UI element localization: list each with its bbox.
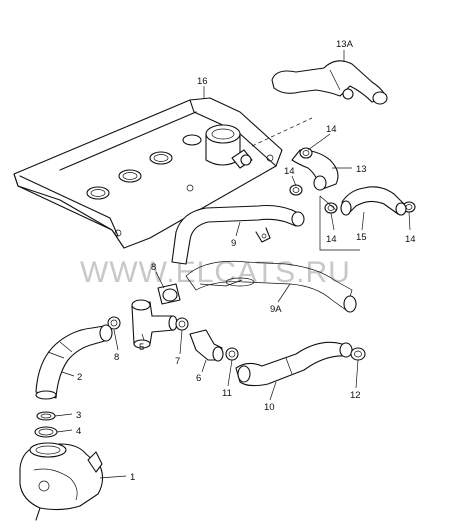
callout-8-lower: 8 <box>114 352 119 363</box>
callout-3: 3 <box>76 410 81 421</box>
clip-12 <box>350 347 366 361</box>
callout-9: 9 <box>231 238 236 249</box>
callout-4: 4 <box>76 426 81 437</box>
hose-15 <box>340 186 407 216</box>
callout-10: 10 <box>264 402 275 413</box>
hose-10 <box>235 341 353 387</box>
o-ring-3 <box>36 411 56 421</box>
callout-7: 7 <box>175 356 180 367</box>
callout-11: 11 <box>222 388 232 399</box>
callout-15: 15 <box>356 232 367 243</box>
connector-8-upper <box>157 283 181 305</box>
callout-8-upper: 8 <box>151 262 156 273</box>
callout-14-b: 14 <box>284 166 295 177</box>
valve-6 <box>189 329 224 362</box>
t-piece-5 <box>131 299 178 349</box>
watermark-text: WWW.ELCATS.RU <box>80 256 351 289</box>
hose-2 <box>35 324 113 400</box>
leader-lines <box>54 50 411 479</box>
callout-6: 6 <box>196 373 201 384</box>
hose-13a <box>271 60 388 105</box>
clip-14-c <box>324 202 338 214</box>
pipe-9a <box>185 260 357 313</box>
callout-9a: 9A <box>270 304 282 315</box>
callout-1: 1 <box>130 472 135 483</box>
callout-14-a: 14 <box>326 124 337 135</box>
valve-cover <box>13 97 283 249</box>
callout-13: 13 <box>356 164 367 175</box>
hose-13 <box>291 149 339 191</box>
callout-14-c: 14 <box>326 234 337 245</box>
callout-13a: 13A <box>336 39 354 50</box>
callout-2: 2 <box>77 372 82 383</box>
pipe-9 <box>171 204 305 265</box>
callout-5: 5 <box>139 342 144 353</box>
clip-14-b <box>289 184 303 196</box>
callout-labels: 13A 16 14 13 14 14 15 14 9 8 9A 8 5 7 6 … <box>76 39 416 483</box>
callout-16: 16 <box>197 76 208 87</box>
pcv-housing-1 <box>19 442 104 521</box>
clip-7 <box>175 317 189 331</box>
callout-14-d: 14 <box>405 234 416 245</box>
clip-11 <box>225 347 239 361</box>
callout-12: 12 <box>350 390 361 401</box>
clip-8-lower <box>107 316 121 330</box>
clip-14-a <box>299 147 313 159</box>
seal-4 <box>34 426 58 438</box>
